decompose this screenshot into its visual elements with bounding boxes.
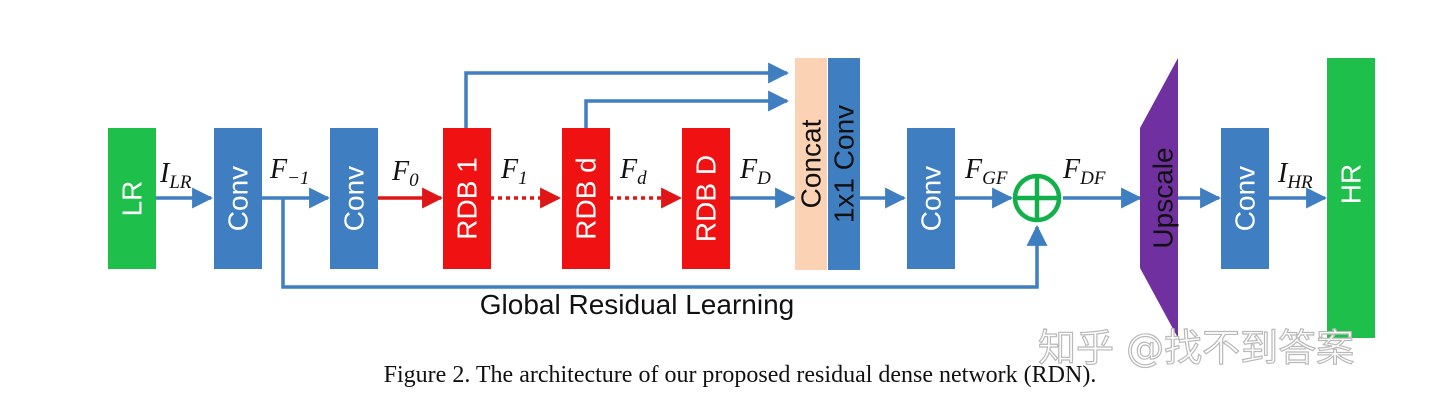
connections [155, 62, 1328, 289]
lr-block [108, 128, 156, 269]
signal-labels: ILR F−1 F0 F1 Fd FD FGF FDF IHR [159, 154, 1313, 193]
conv3-block [907, 128, 955, 269]
signal-fdf: FDF [1062, 154, 1106, 189]
rdbD-block [682, 128, 730, 269]
conv1x1-block-label: 1x1 Conv [829, 105, 860, 223]
signal-fd: Fd [619, 154, 647, 189]
conv2-block [330, 128, 378, 269]
conv1-block-label: Conv [223, 166, 254, 231]
rdbd-block [562, 128, 610, 269]
signal-f1: F1 [500, 154, 528, 189]
watermark: 知乎 @找不到答案 [1038, 326, 1354, 370]
signal-f-minus-1: F−1 [269, 154, 309, 189]
signal-fgf: FGF [964, 154, 1008, 189]
conv4-block-label: Conv [1230, 166, 1261, 231]
signal-fD: FD [739, 154, 771, 189]
arrow-global-residual [281, 198, 1048, 289]
figure-caption: Figure 2. The architecture of our propos… [384, 362, 1097, 388]
signal-ilr: ILR [159, 158, 192, 193]
concat-block [795, 58, 827, 270]
arrow-rdb1-skip-concat [464, 62, 790, 128]
conv1x1-block [828, 58, 860, 270]
blocks: LR Conv Conv RDB 1 RDB d RDB D Concat 1x… [108, 58, 1375, 338]
elementwise-sum-icon [1012, 173, 1062, 223]
conv3-block-label: Conv [916, 166, 947, 231]
upscale-block-label: Upscale [1148, 147, 1179, 248]
rdb1-block-label: RDB 1 [452, 157, 483, 239]
rdbD-block-label: RDB D [691, 155, 722, 242]
hr-block-label: HR [1336, 164, 1367, 204]
global-residual-label: Global Residual Learning [480, 289, 794, 320]
conv4-block [1221, 128, 1269, 269]
lr-block-label: LR [117, 181, 148, 217]
conv1-block [214, 128, 262, 269]
rdb1-block [443, 128, 491, 269]
rdbd-block-label: RDB d [571, 157, 602, 239]
arrow-rdbd-skip-concat [584, 90, 790, 128]
conv2-block-label: Conv [339, 166, 370, 231]
concat-block-label: Concat [796, 119, 827, 208]
signal-f0: F0 [391, 156, 419, 191]
signal-ihr: IHR [1277, 158, 1313, 193]
upscale-block [1140, 58, 1178, 338]
hr-block [1327, 58, 1375, 338]
